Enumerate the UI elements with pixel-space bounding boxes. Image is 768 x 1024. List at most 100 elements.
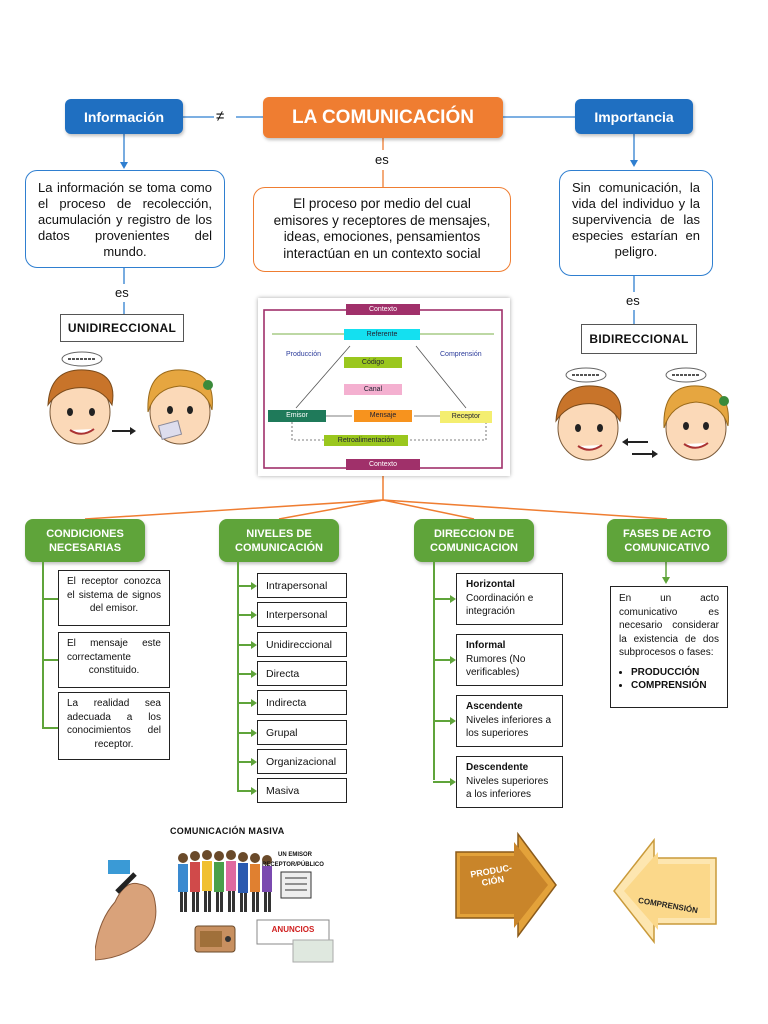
- model-retroalimentacion: [324, 435, 408, 446]
- produccion-arrow: [455, 831, 557, 939]
- condiciones-trunk: [42, 562, 44, 728]
- nivel-item: Masiva: [257, 778, 347, 803]
- branch-line: [237, 732, 255, 734]
- arrow-head-icon: [251, 582, 257, 590]
- model-produccion-label: Producción: [286, 351, 322, 358]
- comunicacion-definition: El proceso por medio del cual emisores y…: [253, 187, 511, 272]
- es-label-left: es: [115, 285, 129, 300]
- model-canal: [344, 384, 402, 395]
- girl-face-icon: [663, 385, 729, 461]
- model-canal-label: Canal: [363, 386, 383, 393]
- comprension-arrow: [613, 837, 717, 945]
- map-icon: [292, 939, 334, 963]
- nivel-item: Directa: [257, 661, 347, 686]
- condicion-item: El mensaje este correctamente constituid…: [58, 632, 170, 688]
- direccion-item-title: Informal: [466, 640, 506, 651]
- branch-line: [42, 659, 58, 661]
- model-receptor: [440, 411, 492, 423]
- communication-model: Contexto Referente Código Canal Emisor M…: [258, 298, 510, 476]
- masiva-title: COMUNICACIÓN MASIVA: [170, 826, 285, 836]
- arrow-head-icon: [450, 778, 456, 786]
- bidireccional-box: BIDIRECCIONAL: [581, 324, 697, 354]
- condiciones-header: CONDICIONES NECESARIAS: [25, 519, 145, 562]
- radio-icon: [194, 925, 236, 953]
- nivel-item: Intrapersonal: [257, 573, 347, 598]
- model-receptor-label: Receptor: [451, 413, 481, 420]
- model-contexto-bottom: [346, 459, 420, 470]
- arrow-head-icon: [251, 670, 257, 678]
- model-contexto-top-label: Contexto: [368, 306, 398, 313]
- fase-item: COMPRENSIÓN: [631, 679, 719, 693]
- receptor-caption: RECEPTOR/PÚBLICO: [262, 862, 324, 868]
- unidireccional-box: UNIDIRECCIONAL: [60, 314, 184, 342]
- direccion-item-text: Niveles superiores a los inferiores: [466, 775, 549, 801]
- direccion-trunk: [433, 562, 435, 780]
- niveles-header: NIVELES DE COMUNICACIÓN: [219, 519, 339, 562]
- fases-text: En un acto comunicativo es necesario con…: [619, 593, 719, 658]
- model-retroalimentacion-label: Retroalimentación: [337, 437, 395, 444]
- nivel-item: Indirecta: [257, 690, 347, 715]
- arrow-head-icon: [450, 656, 456, 664]
- model-mensaje-label: Mensaje: [369, 412, 397, 419]
- model-mensaje: [354, 410, 412, 422]
- boy-face-icon: [47, 369, 114, 445]
- boy-face-icon: [555, 385, 622, 461]
- informacion-header: Información: [65, 99, 183, 134]
- anuncios-label: ANUNCIOS: [271, 925, 315, 934]
- branch-line: [433, 659, 453, 661]
- arrow-head-icon: [450, 717, 456, 725]
- double-arrow-icon: [622, 438, 658, 458]
- girl-face-icon: [147, 369, 213, 445]
- model-referente-label: Referente: [366, 331, 398, 338]
- model-comprension-label: Comprensión: [440, 351, 482, 358]
- arrow-head-icon: [251, 787, 257, 795]
- importancia-header: Importancia: [575, 99, 693, 134]
- arrow-head-icon: [251, 729, 257, 737]
- nivel-item: Grupal: [257, 720, 347, 745]
- fase-item: PRODUCCIÓN: [631, 666, 719, 680]
- informacion-definition: La información se toma como el proceso d…: [25, 170, 225, 268]
- bidirectional-illustration: [555, 367, 729, 461]
- arrow-head-icon: [251, 699, 257, 707]
- condicion-item: El receptor conozca el sistema de signos…: [58, 570, 170, 626]
- arrow-head-icon: [450, 595, 456, 603]
- arrow-head-icon: [251, 641, 257, 649]
- arrow-head-icon: [251, 758, 257, 766]
- branch-line: [237, 702, 255, 704]
- nivel-item: Interpersonal: [257, 602, 347, 627]
- direccion-item-title: Descendente: [466, 762, 529, 773]
- fases-box: En un acto comunicativo es necesario con…: [610, 586, 728, 708]
- model-codigo-label: Código: [361, 359, 385, 366]
- branch-line: [237, 761, 255, 763]
- arrow-head-icon: [251, 611, 257, 619]
- branch-line: [237, 790, 255, 792]
- branch-line: [42, 727, 58, 729]
- model-emisor-label: Emisor: [286, 412, 308, 419]
- page-title: LA COMUNICACIÓN: [263, 97, 503, 138]
- direccion-item-title: Horizontal: [466, 579, 515, 590]
- branch-line: [237, 614, 255, 616]
- crowd-icon: [175, 850, 272, 912]
- model-contexto-top: [346, 304, 420, 315]
- newspaper-icon: [280, 871, 312, 899]
- emisor-caption: UN EMISOR: [278, 852, 313, 858]
- model-contexto-bottom-label: Contexto: [368, 461, 398, 468]
- direccion-item-title: Ascendente: [466, 701, 523, 712]
- condicion-item: La realidad sea adecuada a los conocimie…: [58, 692, 170, 760]
- es-label-center: es: [375, 152, 389, 167]
- branch-line: [433, 598, 453, 600]
- model-emisor: [268, 410, 326, 422]
- mass-communication-illustration: [95, 850, 334, 963]
- model-codigo: [344, 357, 402, 368]
- branch-line: [433, 720, 453, 722]
- model-referente: [344, 329, 420, 340]
- branch-line: [237, 673, 255, 675]
- es-label-right: es: [626, 293, 640, 308]
- hand-icon: [95, 860, 157, 961]
- unidirectional-illustration: [47, 351, 213, 445]
- branch-line: [237, 644, 255, 646]
